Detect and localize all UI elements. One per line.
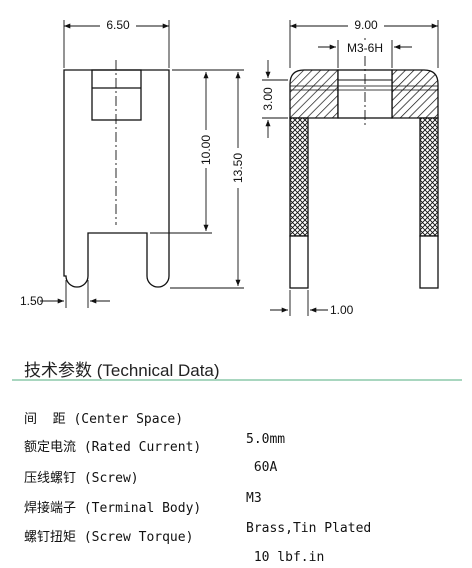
tech-data-divider — [12, 379, 462, 381]
section-leg-right — [419, 117, 439, 237]
dim-thread-text: M3-6H — [347, 41, 383, 55]
front-view-outline — [63, 69, 170, 288]
dim-width-right-text: 9.00 — [354, 18, 378, 32]
dim-leg-right-text: 1.00 — [330, 303, 354, 317]
tech-row-value: Brass,Tin Plated — [246, 521, 372, 536]
tech-row-label: 间 距 (Center Space) — [24, 412, 184, 427]
screw-head-outline — [91, 69, 142, 121]
tech-row-value: 60A — [246, 460, 278, 475]
dim-top-thickness — [262, 60, 288, 138]
tech-row: 螺钉扭矩 (Screw Torque) 10 lbf.in — [24, 508, 324, 565]
section-top-block — [289, 69, 339, 119]
dim-width-left-text: 6.50 — [106, 18, 130, 32]
dim-thread — [318, 40, 412, 68]
dim-leg-right — [270, 290, 328, 316]
dim-leg-left — [40, 280, 110, 308]
technical-drawing: 6.50 10.00 13.50 1.50 — [20, 17, 439, 317]
tech-row-value: M3 — [246, 491, 262, 506]
tech-data-title: 技术参数 (Technical Data) — [24, 361, 220, 380]
section-view — [289, 38, 439, 289]
tech-row-value: 10 lbf.in — [246, 550, 325, 565]
dim-height-total-text: 13.50 — [231, 153, 245, 183]
section-leg-left — [289, 117, 309, 237]
tech-row: 压线螺钉 (Screw) M3 — [24, 449, 262, 506]
dim-top-thickness-text: 3.00 — [261, 87, 275, 111]
tech-row: 额定电流 (Rated Current) 60A — [24, 418, 277, 475]
front-view — [63, 60, 170, 288]
tech-row-label: 焊接端子 (Terminal Body) — [24, 501, 202, 516]
tech-row-label: 额定电流 (Rated Current) — [24, 440, 202, 455]
dim-leg-left-text: 1.50 — [20, 294, 44, 308]
tech-row-label: 压线螺钉 (Screw) — [24, 471, 139, 486]
tech-row-value: 5.0mm — [246, 432, 286, 447]
dim-height-inner-text: 10.00 — [199, 135, 213, 165]
tech-row-label: 螺钉扭矩 (Screw Torque) — [24, 530, 194, 545]
tech-row: 间 距 (Center Space) 5.0mm — [24, 390, 285, 447]
tech-row: 焊接端子 (Terminal Body) Brass,Tin Plated — [24, 479, 371, 536]
